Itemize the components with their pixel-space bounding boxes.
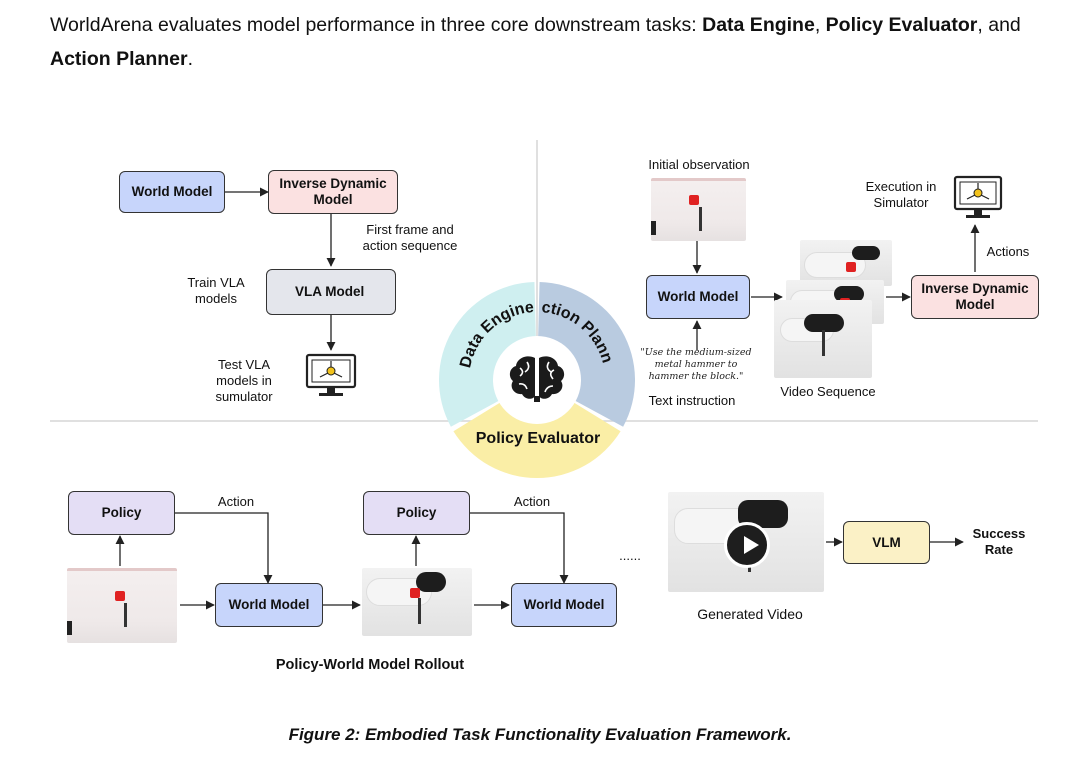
intro-paragraph: WorldArena evaluates model performance i… <box>50 8 1040 76</box>
execution-label: Execution in Simulator <box>865 179 937 210</box>
action-planner-inverse-dynamic-label: Inverse Dynamic Model <box>921 281 1029 312</box>
vla-model-label: VLA Model <box>295 284 365 299</box>
wheel-segment-policy-evaluator <box>453 400 621 478</box>
action-label-2: Action <box>513 494 551 509</box>
task-wheel: Data Engine Action Planner Policy Evalua… <box>0 0 635 478</box>
data-engine-inverse-dynamic-box: Inverse Dynamic Model <box>268 170 398 214</box>
initial-observation-image <box>651 178 746 241</box>
generated-video-thumbnail[interactable] <box>668 492 824 592</box>
rollout-world-model-label-2: World Model <box>523 597 605 612</box>
arrow-policy1-action <box>175 512 273 584</box>
data-engine-world-model-label: World Model <box>131 184 213 199</box>
vla-model-box: VLA Model <box>266 269 396 315</box>
success-rate-label: Success Rate <box>972 526 1026 557</box>
intro-period: . <box>187 48 194 70</box>
ellipsis-dots: ...... <box>619 548 641 563</box>
monitor-icon <box>305 353 357 396</box>
rollout-world-model-box-2: World Model <box>511 583 617 627</box>
intro-comma: , <box>814 14 826 36</box>
policy-label-1: Policy <box>101 505 142 520</box>
intro-and: , and <box>977 14 1021 36</box>
text-instruction-label: Text instruction <box>648 393 736 408</box>
initial-observation-label: Initial observation <box>648 157 750 172</box>
rollout-world-model-box-1: World Model <box>215 583 323 627</box>
policy-label-2: Policy <box>396 505 437 520</box>
brain-icon <box>509 356 565 402</box>
intro-action-planner: Action Planner <box>50 48 188 70</box>
actions-label: Actions <box>986 244 1030 259</box>
intro-text: WorldArena evaluates model performance i… <box>50 14 703 36</box>
play-icon[interactable] <box>724 522 770 568</box>
action-label-1: Action <box>217 494 255 509</box>
first-frame-label: First frame and action sequence <box>362 222 458 253</box>
rollout-title: Policy-World Model Rollout <box>275 657 465 673</box>
figure-caption: Figure 2: Embodied Task Functionality Ev… <box>288 725 792 744</box>
action-planner-inverse-dynamic-box: Inverse Dynamic Model <box>911 275 1039 319</box>
arrow-policy2-action <box>470 512 569 584</box>
action-planner-world-model-label: World Model <box>657 289 739 304</box>
test-vla-label: Test VLA models in sumulator <box>215 357 273 404</box>
train-vla-label: Train VLA models <box>187 275 245 306</box>
instruction-quote: "Use the medium-sized metal hammer to ha… <box>640 347 752 382</box>
policy-box-2: Policy <box>363 491 470 535</box>
wheel-label-policy-evaluator: Policy Evaluator <box>476 430 601 447</box>
data-engine-world-model-box: World Model <box>119 171 225 213</box>
video-sequence-label: Video Sequence <box>780 384 876 399</box>
generated-video-label: Generated Video <box>697 606 803 622</box>
rollout-image-2 <box>362 568 472 636</box>
wheel-segment-action-planner <box>538 282 635 427</box>
intro-data-engine: Data Engine <box>702 14 815 36</box>
data-engine-inverse-dynamic-label: Inverse Dynamic Model <box>279 176 387 207</box>
action-planner-world-model-box: World Model <box>646 275 750 319</box>
wheel-segment-data-engine <box>439 282 536 427</box>
vlm-label: VLM <box>872 534 901 550</box>
rollout-image-1 <box>67 568 177 643</box>
intro-policy-evaluator: Policy Evaluator <box>825 14 978 36</box>
simulator-monitor-icon <box>953 175 1003 218</box>
rollout-world-model-label-1: World Model <box>228 597 310 612</box>
vlm-box: VLM <box>843 521 930 564</box>
policy-box-1: Policy <box>68 491 175 535</box>
